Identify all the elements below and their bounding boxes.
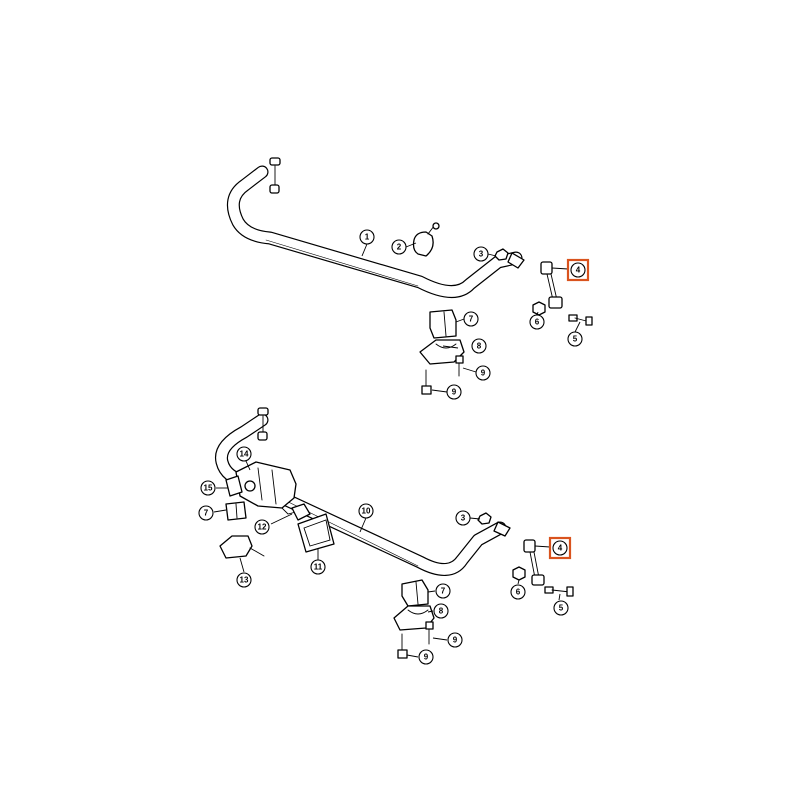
callout-label: 5 [559, 604, 564, 613]
callout-3-lower: 3 [455, 510, 471, 526]
callout-9-b: 9 [446, 384, 462, 400]
callout-label: 13 [240, 576, 249, 585]
lower-bolt-9-a [425, 621, 434, 645]
callout-7-lower-left: 7 [198, 505, 214, 521]
callout-12: 12 [254, 519, 270, 535]
lower-retainer-right [393, 605, 435, 631]
callout-label: 8 [477, 342, 482, 351]
lower-bolt-9-b [397, 633, 408, 659]
upper-stabilizer-bar [226, 157, 525, 298]
callout-label: 1 [365, 233, 370, 242]
callout-label: 2 [397, 243, 402, 252]
lower-retainer-left [219, 535, 265, 559]
callout-label: 12 [258, 523, 267, 532]
callout-label: 7 [469, 315, 474, 324]
lower-stabilizer-link [523, 539, 545, 586]
lower-bolt-5 [544, 586, 574, 597]
callout-7: 7 [463, 311, 479, 327]
upper-leaders [361, 242, 581, 393]
callout-label: 11 [314, 563, 323, 572]
callout-label: 3 [479, 250, 484, 259]
upper-nut-3 [494, 248, 509, 261]
lower-bushing-right [401, 579, 429, 607]
callout-1: 1 [359, 229, 375, 245]
lower-stabilizer-assembly [213, 407, 574, 659]
callout-5-lower: 5 [553, 600, 569, 616]
lower-wiring-connector [297, 513, 335, 553]
upper-stabilizer-assembly [226, 157, 593, 395]
callout-label: 8 [439, 607, 444, 616]
callout-3: 3 [473, 246, 489, 262]
lower-nut-3 [477, 512, 492, 525]
lower-bushing-left [225, 501, 247, 521]
callout-label: 14 [240, 450, 249, 459]
callout-13: 13 [236, 572, 252, 588]
lower-wiring-harness [281, 503, 311, 521]
upper-bolt-9-b [421, 369, 432, 395]
upper-bolt-9-a [455, 355, 464, 377]
callout-11: 11 [310, 559, 326, 575]
callout-7-lower-right: 7 [435, 583, 451, 599]
callout-15: 15 [200, 480, 216, 496]
lower-disconnect-actuator [235, 461, 297, 509]
callout-14: 14 [236, 446, 252, 462]
callout-label: 15 [204, 484, 213, 493]
upper-stabilizer-link [540, 261, 563, 309]
callout-9-a: 9 [475, 365, 491, 381]
callout-label: 9 [453, 636, 458, 645]
upper-nut-6 [532, 301, 546, 316]
callout-2: 2 [391, 239, 407, 255]
callout-label: 9 [424, 653, 429, 662]
callout-label: 10 [362, 507, 371, 516]
callout-5: 5 [567, 331, 583, 347]
upper-bolt-5 [568, 314, 593, 326]
lower-nut-6 [512, 566, 526, 581]
callout-9-lower-b: 9 [418, 649, 434, 665]
callout-label: 7 [204, 509, 209, 518]
callout-8: 8 [471, 338, 487, 354]
callout-label: 6 [516, 588, 521, 597]
callout-label: 6 [535, 318, 540, 327]
callout-label: 3 [461, 514, 466, 523]
callout-10: 10 [358, 503, 374, 519]
callout-label: 9 [481, 369, 486, 378]
upper-retainer [419, 339, 465, 365]
lower-actuator-bracket [225, 475, 243, 497]
callout-9-lower-a: 9 [447, 632, 463, 648]
callout-6-lower: 6 [510, 584, 526, 600]
callout-label: 5 [573, 335, 578, 344]
upper-bracket-clamp [412, 222, 440, 257]
lower-leaders [213, 460, 561, 658]
callout-label: 7 [441, 587, 446, 596]
callout-label: 9 [452, 388, 457, 397]
callout-8-lower: 8 [433, 603, 449, 619]
callout-4-highlighted: 4 [566, 258, 590, 282]
callout-4-lower-highlighted: 4 [548, 536, 572, 560]
upper-bushing [429, 309, 457, 339]
callout-6: 6 [529, 314, 545, 330]
callout-label: 4 [576, 266, 581, 275]
callout-label: 4 [558, 544, 563, 553]
